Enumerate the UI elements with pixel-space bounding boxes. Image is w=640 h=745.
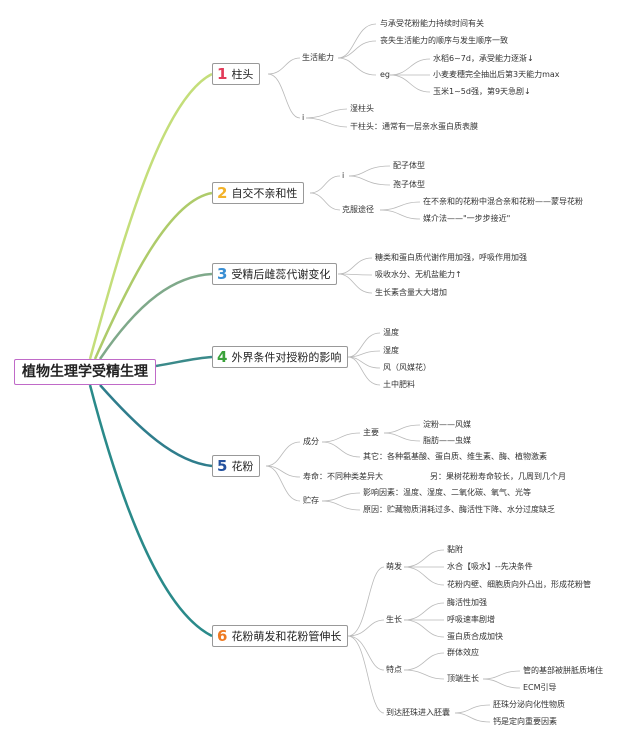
node-text[interactable]: 配子体型 xyxy=(393,161,425,170)
node-text[interactable]: 黏附 xyxy=(447,545,463,554)
node-text[interactable]: 风（风媒花） xyxy=(383,363,431,372)
node-life-ability[interactable]: 生活能力 xyxy=(302,53,334,62)
node-text[interactable]: 吸收水分、无机盐能力↑ xyxy=(375,270,462,279)
topic-number: 2 xyxy=(217,184,228,202)
node-text[interactable]: 糖类和蛋白质代谢作用加强，呼吸作用加强 xyxy=(375,253,527,262)
branch-4 xyxy=(155,355,213,368)
topic-2[interactable]: 2 自交不亲和性 xyxy=(212,182,305,204)
node-text[interactable]: 丧失生活能力的顺序与发生顺序一致 xyxy=(380,36,508,45)
topic-label: 自交不亲和性 xyxy=(231,187,298,200)
branch-6 xyxy=(88,384,213,638)
node-eg[interactable]: eg xyxy=(380,70,390,79)
node-text[interactable]: 花粉内壁、细胞质向外凸出，形成花粉管 xyxy=(447,580,591,589)
node-text[interactable]: 水稻6~7d，承受能力逐渐↓ xyxy=(433,54,534,63)
sub-connectors xyxy=(265,23,521,723)
node-tip-growth[interactable]: 顶端生长 xyxy=(447,674,479,683)
node-i[interactable]: i xyxy=(342,171,345,180)
node-text[interactable]: 湿度 xyxy=(383,346,399,355)
root-topic[interactable]: 植物生理学受精生理 xyxy=(14,359,156,385)
node-lifespan[interactable]: 寿命：不同种类差异大 xyxy=(303,472,383,481)
node-text[interactable]: 与承受花粉能力持续时间有关 xyxy=(380,19,484,28)
topic-label: 柱头 xyxy=(231,68,254,81)
node-overcome[interactable]: 克服途径 xyxy=(342,205,374,214)
topic-label: 受精后雌蕊代谢变化 xyxy=(231,268,331,281)
node-features[interactable]: 特点 xyxy=(386,665,402,674)
node-text[interactable]: 脂肪——虫媒 xyxy=(423,436,471,445)
node-text[interactable]: 另：果树花粉寿命较长，几周到几个月 xyxy=(430,472,566,481)
node-text[interactable]: 小麦麦穗完全抽出后第3天能力max xyxy=(433,70,560,79)
node-storage[interactable]: 贮存 xyxy=(303,496,319,505)
topic-3[interactable]: 3 受精后雌蕊代谢变化 xyxy=(212,263,338,285)
topic-number: 6 xyxy=(217,627,228,645)
topic-number: 5 xyxy=(217,457,228,475)
topic-4[interactable]: 4 外界条件对授粉的影响 xyxy=(212,346,349,368)
branch-5 xyxy=(99,384,213,468)
node-composition[interactable]: 成分 xyxy=(303,437,319,446)
node-text[interactable]: 蛋白质合成加快 xyxy=(447,632,503,641)
topic-6[interactable]: 6 花粉萌发和花粉管伸长 xyxy=(212,625,349,647)
node-text[interactable]: 钙是定向重要因素 xyxy=(493,717,557,726)
node-text[interactable]: 胚珠分泌向化性物质 xyxy=(493,700,565,709)
node-i[interactable]: i xyxy=(302,113,305,122)
topic-label: 外界条件对授粉的影响 xyxy=(231,351,342,364)
branch-2 xyxy=(93,191,213,360)
node-text[interactable]: 水合【吸水】--先决条件 xyxy=(447,562,533,571)
node-text[interactable]: 湿柱头 xyxy=(350,104,374,113)
node-main[interactable]: 主要 xyxy=(363,428,379,437)
node-text[interactable]: 孢子体型 xyxy=(393,180,425,189)
node-text[interactable]: 温度 xyxy=(383,328,399,337)
node-text[interactable]: 酶活性加强 xyxy=(447,598,487,607)
topic-label: 花粉萌发和花粉管伸长 xyxy=(231,630,342,643)
node-text[interactable]: 在不亲和的花粉中混合亲和花粉——蒙导花粉 xyxy=(423,197,583,206)
node-text[interactable]: 干柱头：通常有一层亲水蛋白质表膜 xyxy=(350,122,478,131)
topic-1[interactable]: 1 柱头 xyxy=(212,63,261,85)
node-text[interactable]: 淀粉——风媒 xyxy=(423,420,471,429)
node-text[interactable]: 其它：各种氨基酸、蛋白质、维生素、酶、植物激素 xyxy=(363,452,547,461)
branch-1 xyxy=(88,72,213,360)
node-text[interactable]: 生长素含量大大增加 xyxy=(375,288,447,297)
topic-number: 4 xyxy=(217,348,228,366)
node-text[interactable]: 媒介法——"一步步接近" xyxy=(423,214,511,223)
node-reach-ovule[interactable]: 到达胚珠进入胚囊 xyxy=(386,708,450,717)
node-growth[interactable]: 生长 xyxy=(386,615,402,624)
node-text[interactable]: 影响因素：温度、湿度、二氧化碳、氧气、光等 xyxy=(363,488,531,497)
node-text[interactable]: 原因：贮藏物质消耗过多、酶活性下降、水分过度缺乏 xyxy=(363,505,555,514)
topic-number: 3 xyxy=(217,265,228,283)
topic-5[interactable]: 5 花粉 xyxy=(212,455,261,477)
node-germination[interactable]: 萌发 xyxy=(386,562,402,571)
node-text[interactable]: ECM引导 xyxy=(523,683,557,692)
node-text[interactable]: 土中肥料 xyxy=(383,380,415,389)
node-text[interactable]: 玉米1~5d强，第9天急剧↓ xyxy=(433,87,531,96)
branch-3 xyxy=(98,272,213,360)
node-text[interactable]: 管的基部被胼胝质堵住 xyxy=(523,666,603,675)
node-text[interactable]: 群体效应 xyxy=(447,648,479,657)
topic-label: 花粉 xyxy=(231,460,254,473)
node-text[interactable]: 呼吸速率剧增 xyxy=(447,615,495,624)
topic-number: 1 xyxy=(217,65,228,83)
